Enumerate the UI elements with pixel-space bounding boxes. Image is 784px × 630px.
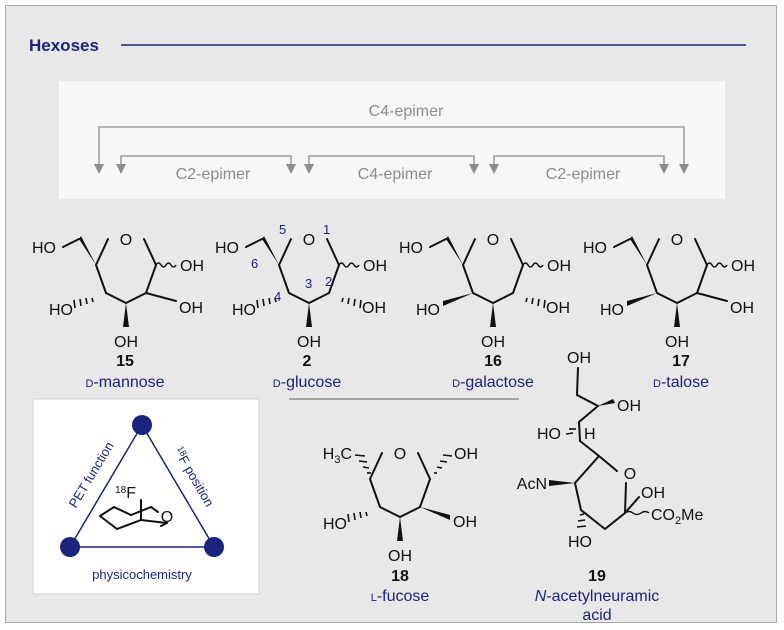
- oh-c6: HO: [215, 240, 239, 257]
- locant-5: 5: [279, 222, 286, 237]
- oh-c1: OH: [180, 258, 204, 275]
- locant-4: 4: [274, 289, 281, 304]
- locant-1: 1: [323, 222, 330, 237]
- epimer-label-middle: C4-epimer: [358, 166, 433, 183]
- compound-number-18: 18: [391, 568, 409, 585]
- compound-name-galactose: D-galactose: [452, 374, 534, 391]
- compound-number-16: 16: [484, 353, 502, 370]
- epimer-panel: [59, 81, 725, 199]
- locant-6: 6: [251, 256, 258, 271]
- ring-oxygen-19: O: [624, 466, 636, 483]
- structure-glucose: O HO HO OH OH OH 1 2 3 4 5 6: [215, 222, 387, 351]
- oh-c2: OH: [453, 514, 477, 531]
- compound-name-fucose: L-fucose: [371, 588, 430, 605]
- h-c6: H: [584, 426, 596, 443]
- oh-c6: HO: [583, 240, 607, 257]
- oh-c4: HO: [232, 302, 256, 319]
- compound-number-2: 2: [303, 353, 312, 370]
- label-physicochemistry: physicochemistry: [92, 567, 192, 582]
- fluorine-18: 18F: [115, 485, 136, 502]
- vertex-right: [204, 537, 224, 557]
- oh-c2: OH: [730, 300, 754, 317]
- structure-talose: O HO HO OH OH OH: [583, 232, 755, 351]
- oh-c4-19: HO: [568, 534, 592, 551]
- structure-mannose: O HO HO OH OH OH: [32, 232, 204, 351]
- ring-oxygen: O: [303, 232, 315, 249]
- structure-galactose: O HO HO OH OH OH: [399, 232, 571, 351]
- figure-canvas: Hexoses C4-epimer C2-epimer C4-epimer C2…: [29, 36, 755, 624]
- oh-c2-19: OH: [641, 485, 665, 502]
- vertex-top: [132, 415, 152, 435]
- oh-c6: HO: [399, 240, 423, 257]
- arrowhead-middle-a: [304, 164, 314, 174]
- epimer-bracket-middle: [308, 155, 475, 169]
- arrowhead-left-a: [116, 164, 126, 174]
- oh-c9: OH: [567, 350, 591, 367]
- oh-c7: HO: [537, 426, 561, 443]
- compound-number-15: 15: [116, 353, 134, 370]
- arrowhead-middle-b: [469, 164, 479, 174]
- structure-fucose: O H3C HO OH OH OH: [323, 446, 478, 565]
- oh-c4: HO: [49, 302, 73, 319]
- epimer-bracket-top: [98, 126, 685, 169]
- oh-c4: HO: [600, 302, 624, 319]
- compound-name-mannose: D-mannose: [85, 374, 164, 391]
- oh-c3: OH: [665, 334, 689, 351]
- ring-oxygen: O: [120, 232, 132, 249]
- compound-number-19: 19: [588, 568, 606, 585]
- methyl-group: H3C: [323, 446, 352, 466]
- compound-name-neuraminic-line1: N-acetylneuramic: [535, 588, 660, 605]
- figure-frame: Hexoses C4-epimer C2-epimer C4-epimer C2…: [5, 5, 777, 624]
- ring-oxygen: O: [671, 232, 683, 249]
- locant-3: 3: [305, 276, 312, 291]
- compound-name-neuraminic-line2: acid: [582, 607, 611, 624]
- ring-oxygen: O: [487, 232, 499, 249]
- oh-c3: OH: [388, 548, 412, 565]
- oh-c4: HO: [323, 516, 347, 533]
- oh-c2: OH: [362, 300, 386, 317]
- oh-c1: OH: [363, 258, 387, 275]
- vertex-left: [60, 537, 80, 557]
- oh-c2: OH: [546, 300, 570, 317]
- epimer-label-top: C4-epimer: [369, 103, 444, 120]
- locant-2: 2: [325, 274, 332, 289]
- oh-c1: OH: [547, 258, 571, 275]
- acetamido-group: AcN: [517, 476, 547, 493]
- arrowhead-talose: [679, 164, 689, 174]
- compound-number-17: 17: [672, 353, 690, 370]
- oh-c8: OH: [617, 398, 641, 415]
- compound-name-talose: D-talose: [653, 374, 709, 391]
- arrowhead-left-b: [286, 164, 296, 174]
- chair-ring-oxygen: O: [161, 509, 173, 526]
- arrowhead-mannose: [94, 164, 104, 174]
- epimer-bracket-left: [120, 155, 292, 169]
- section-title: Hexoses: [29, 36, 99, 55]
- oh-c1: OH: [731, 258, 755, 275]
- oh-c3: OH: [297, 334, 321, 351]
- epimer-label-right: C2-epimer: [546, 166, 621, 183]
- arrowhead-right-a: [489, 164, 499, 174]
- oh-c3: OH: [481, 334, 505, 351]
- oh-c1: OH: [454, 446, 478, 463]
- ring-oxygen: O: [394, 446, 406, 463]
- epimer-bracket-right: [493, 155, 665, 169]
- compound-name-glucose: D-glucose: [273, 374, 342, 391]
- ester-group: CO2Me: [651, 507, 703, 527]
- oh-c6: HO: [32, 240, 56, 257]
- oh-c4: HO: [416, 302, 440, 319]
- oh-c3: OH: [114, 334, 138, 351]
- arrowhead-right-b: [659, 164, 669, 174]
- structure-neuraminic-acid: OH OH HO H O AcN HO OH CO2Me: [517, 350, 704, 551]
- oh-c2: OH: [179, 300, 203, 317]
- epimer-label-left: C2-epimer: [176, 166, 251, 183]
